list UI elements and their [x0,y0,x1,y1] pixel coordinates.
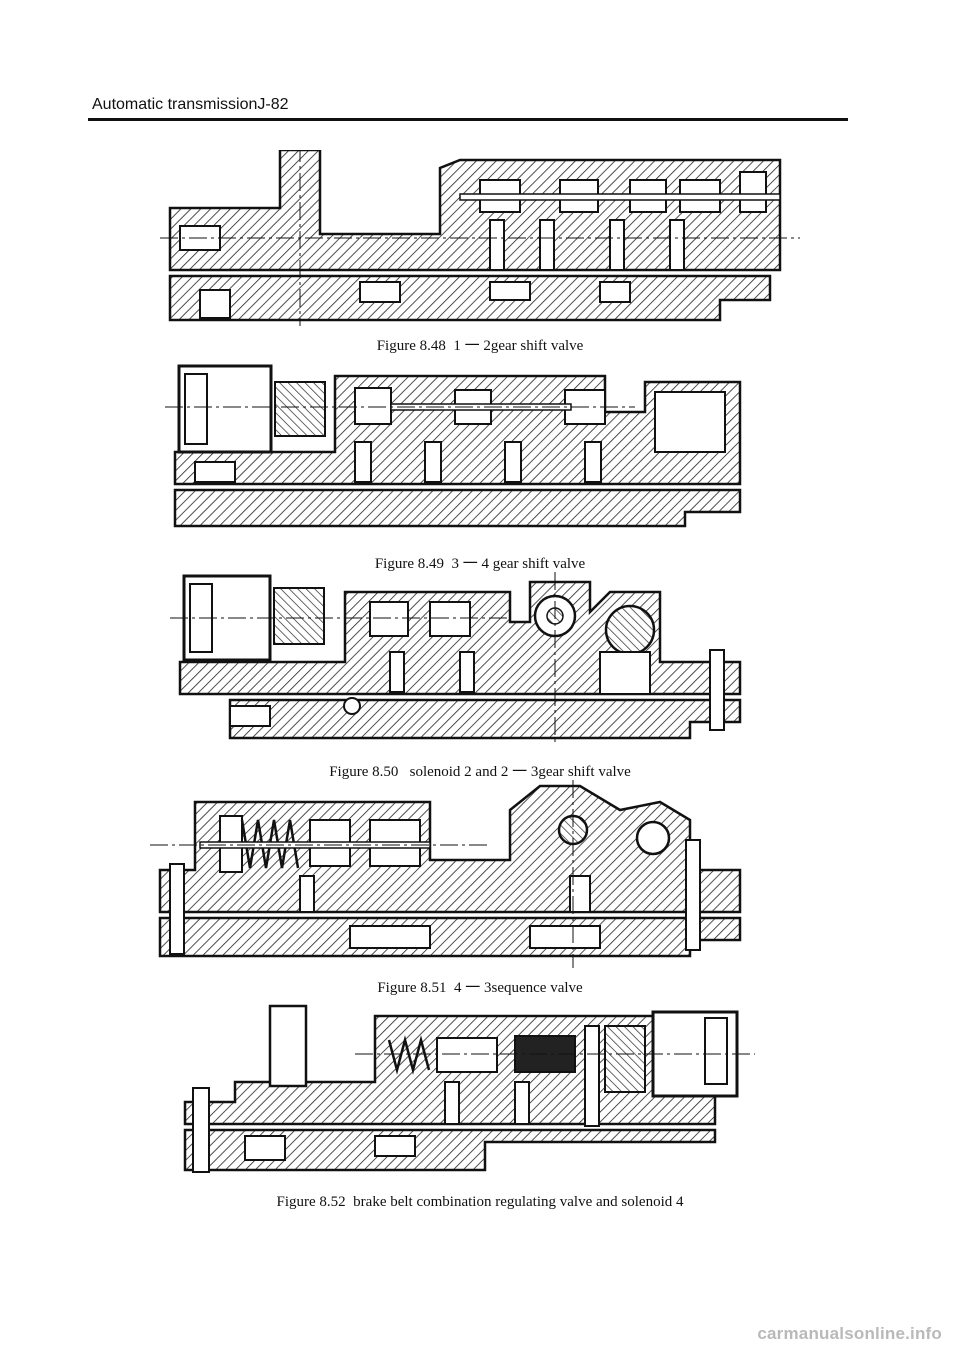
figure-8-50-drawing [170,572,750,744]
figure-8-52-caption: Figure 8.52 brake belt combination regul… [276,1194,684,1210]
figure-8-48-drawing [160,150,800,330]
figure-8-49-caption: Figure 8.49 3 一 4 gear shift valve [374,556,586,572]
watermark: carmanualsonline.info [757,1324,942,1343]
page-header: Automatic transmissionJ-82 [92,96,289,113]
header-rule [88,118,848,121]
figure-8-49-drawing [165,362,755,532]
figure-8-50-caption: Figure 8.50 solenoid 2 and 2 一 3gear shi… [329,764,631,780]
figure-8-52-drawing [175,1002,755,1182]
figure-8-51-drawing [150,780,750,970]
figure-8-48-caption: Figure 8.48 1 一 2gear shift valve [376,338,584,354]
figure-8-51-caption: Figure 8.51 4 一 3sequence valve [377,980,583,996]
